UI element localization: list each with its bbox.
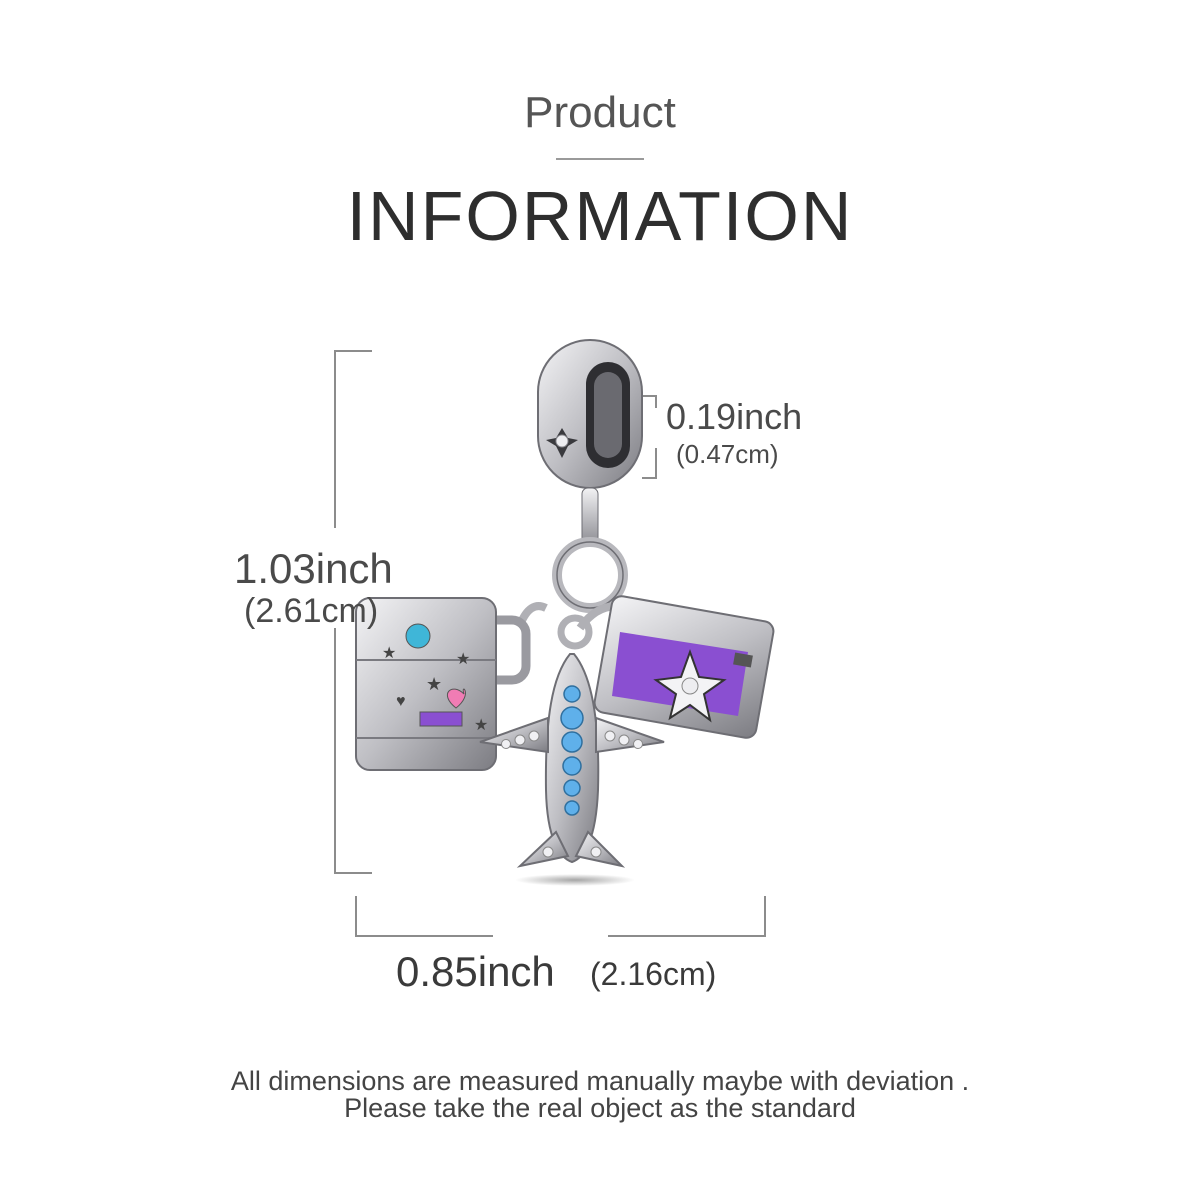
heading-product: Product (524, 88, 676, 137)
heading-divider (556, 158, 644, 160)
height-guide-line (334, 350, 372, 874)
bail-cm-label: (0.47cm) (676, 439, 779, 469)
heading-information: INFORMATION (346, 177, 854, 255)
width-guide-line (355, 896, 766, 937)
footnote-line-2: Please take the real object as the stand… (344, 1093, 856, 1123)
svg-text:★: ★ (426, 674, 442, 694)
width-inch-label: 0.85inch (396, 948, 555, 995)
suitcase-charm-icon: ★ ★ ★ ★ ♥ (355, 597, 548, 771)
bail-charm-icon (537, 339, 643, 613)
airplane-charm-icon (479, 614, 665, 886)
height-inch-label: 1.03inch (234, 545, 393, 592)
width-cm-label: (2.16cm) (590, 956, 717, 992)
svg-text:★: ★ (456, 651, 470, 668)
footnote-line-1: All dimensions are measured manually may… (230, 1066, 970, 1096)
svg-text:★: ★ (474, 717, 488, 734)
svg-text:♥: ♥ (396, 693, 406, 710)
camera-charm-icon (576, 595, 775, 739)
bail-guide-line (642, 395, 657, 479)
bail-inch-label: 0.19inch (666, 396, 803, 437)
svg-text:★: ★ (382, 645, 396, 662)
height-cm-label: (2.61cm) (244, 592, 379, 630)
